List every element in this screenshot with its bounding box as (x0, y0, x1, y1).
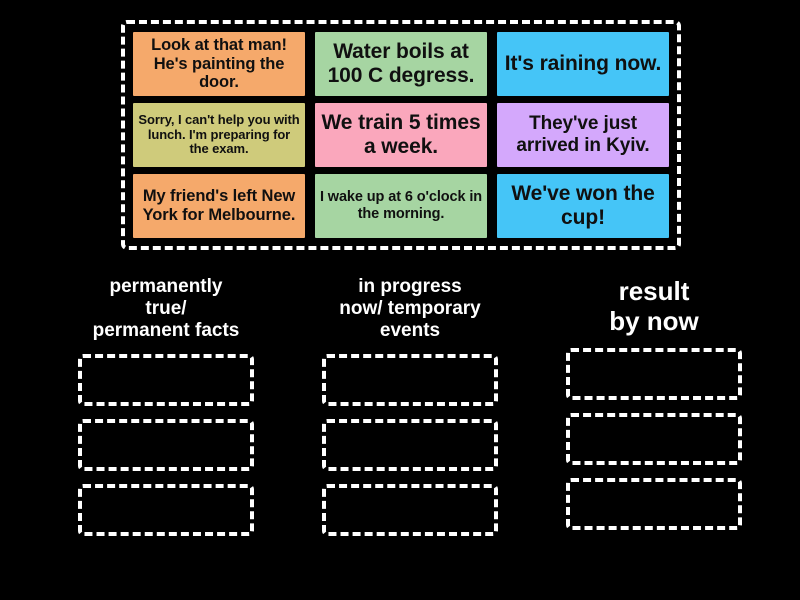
dropzone[interactable] (566, 478, 742, 531)
dropzone-list (566, 348, 742, 531)
dropzone[interactable] (78, 484, 254, 537)
category-title: permanently true/ permanent facts (92, 276, 240, 342)
dropzone[interactable] (78, 354, 254, 407)
category-columns: permanently true/ permanent facts in pro… (60, 276, 760, 586)
category-title: in progress now/ temporary events (339, 276, 481, 342)
draggable-tile[interactable]: We've won the cup! (497, 174, 669, 238)
tile-grid: Look at that man! He's painting the door… (133, 32, 669, 238)
dropzone[interactable] (566, 413, 742, 466)
category-column-permanently-true: permanently true/ permanent facts (60, 276, 272, 586)
category-column-result-by-now: result by now (548, 276, 760, 586)
dropzone-list (322, 354, 498, 537)
draggable-tile[interactable]: Water boils at 100 C degress. (315, 32, 487, 96)
draggable-tile[interactable]: Sorry, I can't help you with lunch. I'm … (133, 103, 305, 167)
draggable-tile[interactable]: We train 5 times a week. (315, 103, 487, 167)
tile-tray: Look at that man! He's painting the door… (121, 20, 681, 250)
draggable-tile[interactable]: They've just arrived in Kyiv. (497, 103, 669, 167)
draggable-tile[interactable]: It's raining now. (497, 32, 669, 96)
category-title: result by now (609, 276, 699, 337)
dropzone[interactable] (322, 419, 498, 472)
dropzone[interactable] (566, 348, 742, 401)
category-column-in-progress-now: in progress now/ temporary events (304, 276, 516, 586)
dropzone[interactable] (322, 484, 498, 537)
draggable-tile[interactable]: My friend's left New York for Melbourne. (133, 174, 305, 238)
draggable-tile[interactable]: Look at that man! He's painting the door… (133, 32, 305, 96)
dropzone[interactable] (78, 419, 254, 472)
draggable-tile[interactable]: I wake up at 6 o'clock in the morning. (315, 174, 487, 238)
dropzone[interactable] (322, 354, 498, 407)
dropzone-list (78, 354, 254, 537)
